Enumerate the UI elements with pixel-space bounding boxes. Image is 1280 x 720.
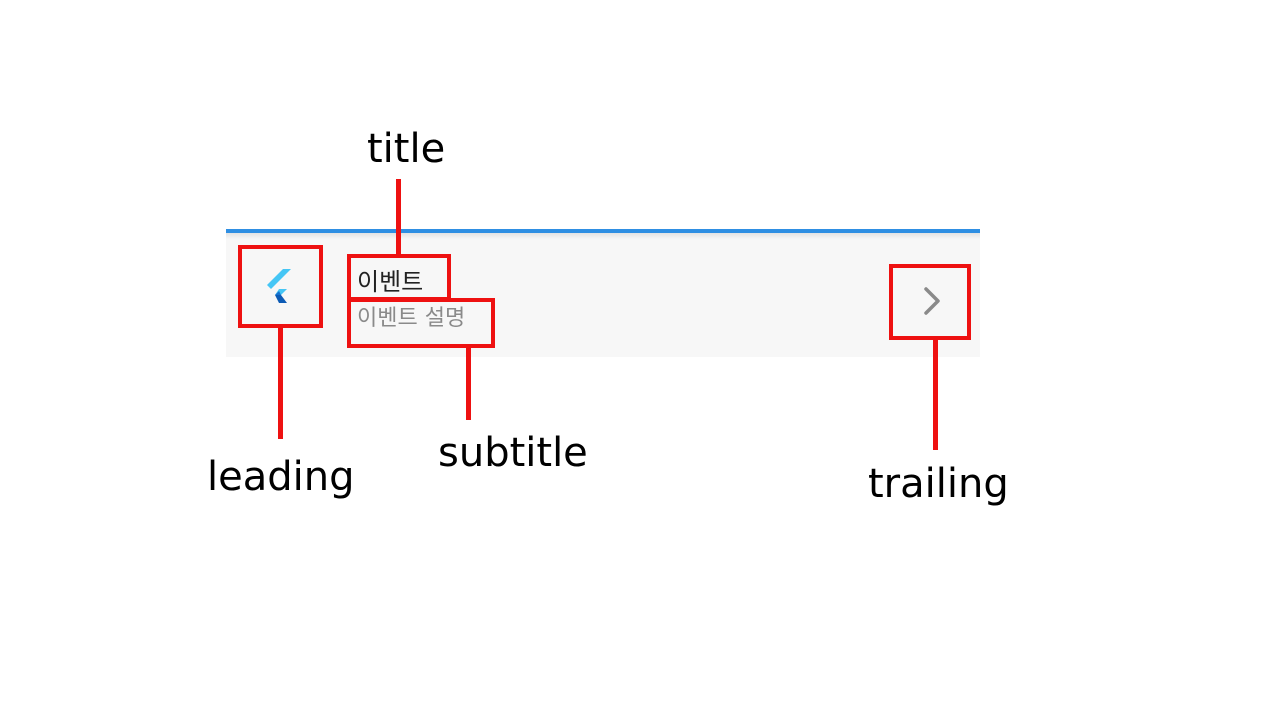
tile-title: 이벤트 [357,268,424,296]
trailing-highlight-box [889,264,971,340]
subtitle-highlight-box [347,298,495,348]
subtitle-connector-line [466,346,471,420]
trailing-annotation-label: trailing [868,461,1009,507]
leading-highlight-box [238,245,323,328]
chevron-right-icon[interactable] [920,283,944,319]
leading-annotation-label: leading [207,454,355,500]
title-highlight-box [347,254,451,301]
tile-subtitle: 이벤트 설명 [357,306,466,331]
trailing-connector-line [933,338,938,450]
subtitle-annotation-label: subtitle [438,430,588,476]
leading-connector-line [278,326,283,439]
title-annotation-label: title [367,126,446,172]
tile-top-shadow [226,233,980,239]
list-tile[interactable]: 이벤트 이벤트 설명 [226,229,980,357]
flutter-logo-icon [267,269,291,303]
title-connector-line [396,179,401,256]
tile-top-border [226,229,980,233]
